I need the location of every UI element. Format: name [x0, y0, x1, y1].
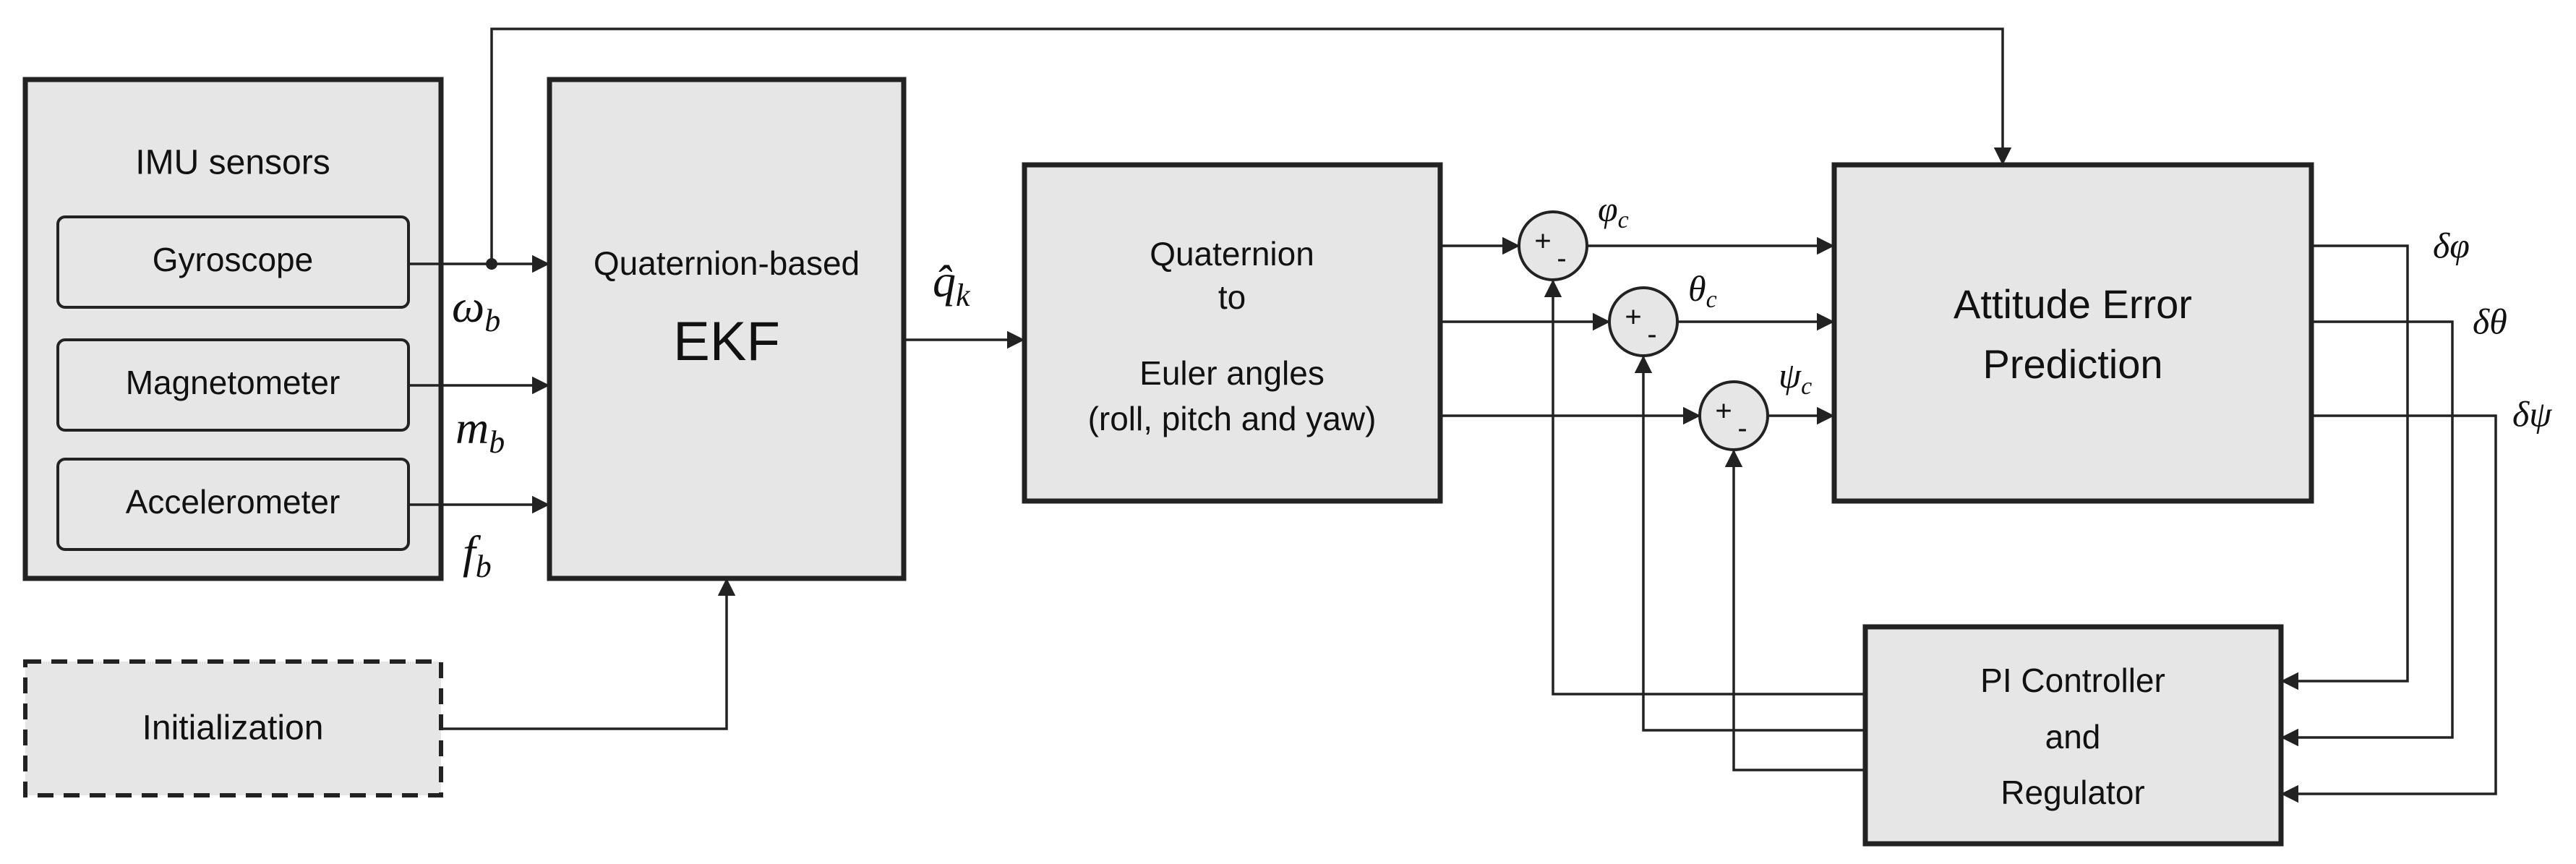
m-b-label: mb: [455, 402, 505, 460]
sum-junction-theta: [1608, 286, 1679, 357]
q2e-line-2: to: [1218, 278, 1246, 316]
sum-theta-plus: +: [1625, 301, 1641, 333]
ekf-subtitle: Quaternion-based: [594, 244, 860, 282]
sum-phi-plus: +: [1534, 226, 1551, 257]
f-b-label: fb: [463, 526, 492, 584]
init-to-ekf-arrow: [441, 578, 736, 730]
q2e-line-4: (roll, pitch and yaw): [1088, 400, 1377, 437]
phi-c-label: φc: [1598, 189, 1629, 233]
psi-c-label: ψc: [1779, 355, 1812, 399]
d-phi-label: δφ: [2433, 225, 2470, 265]
pi-to-sum-psi-arrow: [1724, 449, 1865, 771]
pi-to-sum-phi-arrow: [1544, 279, 1865, 696]
pi-controller-block: [1862, 624, 2284, 847]
magnetometer-label: Magnetometer: [126, 364, 341, 401]
sum-junction-psi: [1698, 380, 1769, 451]
sum-psi-plus: +: [1715, 395, 1732, 427]
q2e-line-3: Euler angles: [1139, 354, 1325, 392]
pi-to-sum-theta-arrow: [1634, 355, 1865, 732]
initialization-label: Initialization: [142, 709, 324, 748]
ekf-title: EKF: [673, 311, 780, 372]
ekf-block: [547, 77, 907, 581]
theta-c-label: θc: [1688, 268, 1717, 312]
imu-sensors-title: IMU sensors: [135, 144, 330, 182]
aep-line-2: Prediction: [1982, 341, 2162, 387]
quaternion-to-euler-block: [1022, 162, 1443, 504]
d-psi-label: δψ: [2512, 393, 2552, 434]
d-phi-feedback-arrow: [2280, 244, 2409, 690]
pi-line-2: and: [2045, 718, 2101, 756]
sum-junction-phi: [1518, 210, 1588, 281]
omega-b-label: ωb: [452, 281, 500, 338]
q2e-line-1: Quaternion: [1150, 235, 1314, 273]
gyroscope-block: [56, 215, 410, 309]
d-theta-feedback-arrow: [2280, 320, 2454, 747]
attitude-error-prediction-block: [1831, 162, 2314, 504]
accelerometer-label: Accelerometer: [126, 483, 341, 521]
pi-line-1: PI Controller: [1980, 662, 2165, 699]
pi-line-3: Regulator: [2001, 774, 2144, 811]
q-hat-k-label: q̂k: [933, 255, 971, 313]
sum-psi-minus: -: [1737, 413, 1747, 445]
gyroscope-label: Gyroscope: [153, 241, 313, 278]
sum-theta-minus: -: [1647, 319, 1656, 351]
sum-phi-minus: -: [1557, 243, 1566, 275]
d-theta-label: δθ: [2473, 301, 2507, 341]
omega-feedforward-arrow: [490, 27, 2012, 264]
aep-line-1: Attitude Error: [1954, 281, 2192, 327]
d-psi-feedback-arrow: [2280, 414, 2497, 803]
